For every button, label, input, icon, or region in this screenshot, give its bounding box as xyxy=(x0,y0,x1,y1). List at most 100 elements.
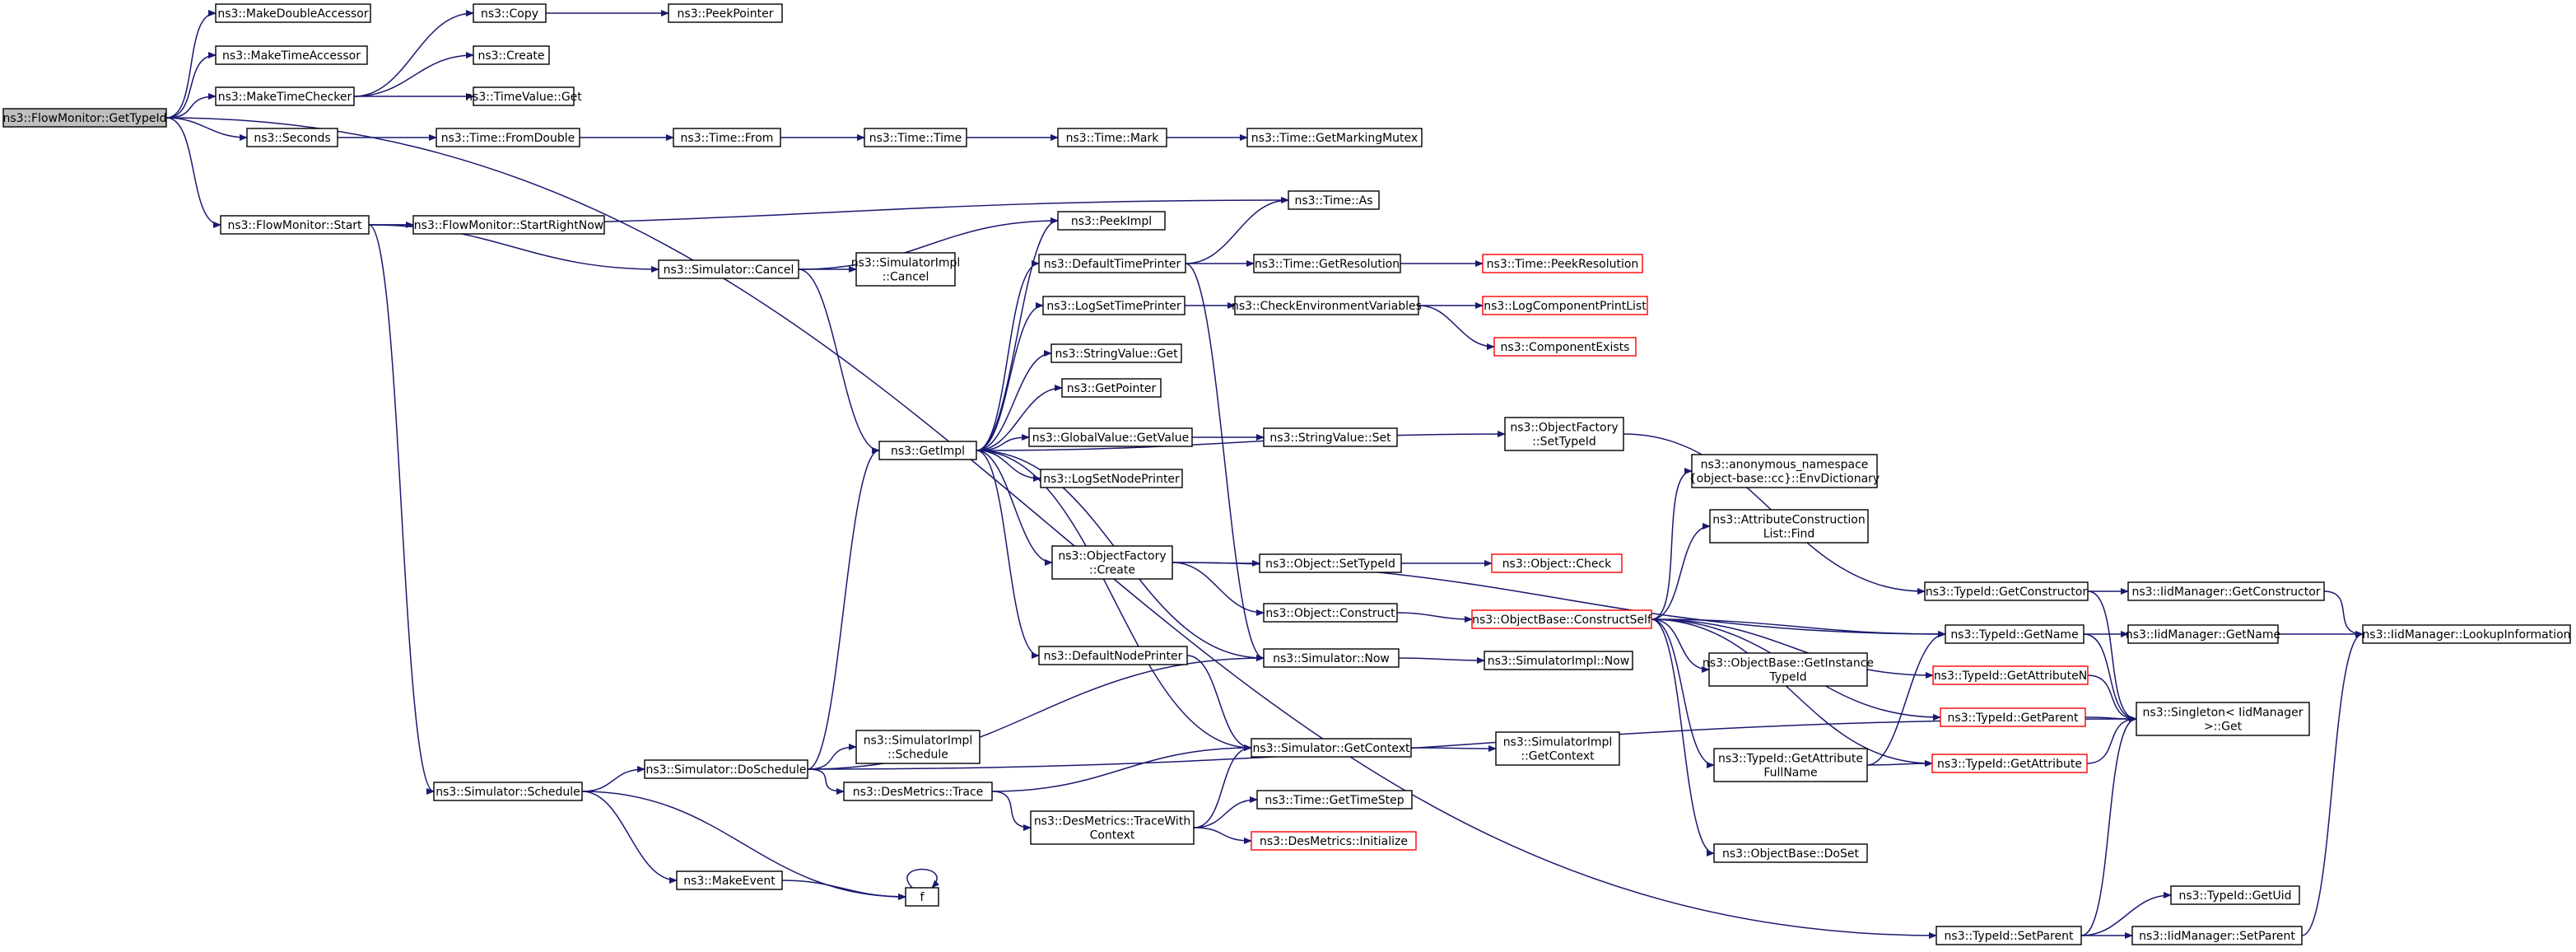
node-label: ns3::SimulatorImpl xyxy=(1503,736,1613,749)
node-tidsetparent[interactable]: ns3::TypeId::SetParent xyxy=(1935,926,2082,945)
node-anonenv[interactable]: ns3::anonymous_namespace{object-base::cc… xyxy=(1689,454,1880,488)
node-svget[interactable]: ns3::StringValue::Get xyxy=(1050,343,1182,363)
edge-root-to-mktchk xyxy=(165,93,217,119)
node-label: ns3::TypeId::GetConstructor xyxy=(1926,586,2087,599)
node-box xyxy=(1030,810,1195,845)
node-iidgetname[interactable]: ns3::IidManager::GetName xyxy=(2126,624,2280,644)
node-mkevent[interactable]: ns3::MakeEvent xyxy=(676,870,783,890)
node-obdoset[interactable]: ns3::ObjectBase::DoSet xyxy=(1713,843,1868,863)
node-obconstructself[interactable]: ns3::ObjectBase::ConstructSelf xyxy=(1471,609,1652,629)
node-simnow[interactable]: ns3::Simulator::Now xyxy=(1263,648,1400,668)
edge-simsched-to-simdosched xyxy=(581,766,645,792)
node-label: ns3::Time::GetResolution xyxy=(1255,258,1400,271)
node-simsched[interactable]: ns3::Simulator::Schedule xyxy=(433,782,583,801)
node-tidgetctor[interactable]: ns3::TypeId::GetConstructor xyxy=(1924,581,2089,601)
node-iidgetctor[interactable]: ns3::IidManager::GetConstructor xyxy=(2127,581,2325,601)
node-mkdbl[interactable]: ns3::MakeDoubleAccessor xyxy=(215,3,371,23)
node-tidgetparent[interactable]: ns3::TypeId::GetParent xyxy=(1940,707,2086,727)
node-ttime[interactable]: ns3::Time::Time xyxy=(864,128,967,147)
node-tidgetname[interactable]: ns3::TypeId::GetName xyxy=(1945,624,2085,644)
node-tgetres[interactable]: ns3::Time::GetResolution xyxy=(1253,254,1401,273)
node-simcancel[interactable]: ns3::Simulator::Cancel xyxy=(658,259,799,279)
node-label: ns3::DesMetrics::TraceWith xyxy=(1034,815,1190,828)
node-simdosched[interactable]: ns3::Simulator::DoSchedule xyxy=(644,759,808,779)
node-getptr[interactable]: ns3::GetPointer xyxy=(1061,378,1162,398)
node-label: ns3::TypeId::GetParent xyxy=(1948,712,2079,725)
node-iidlookup[interactable]: ns3::IidManager::LookupInformation xyxy=(2362,624,2571,644)
node-tpeekres[interactable]: ns3::Time::PeekResolution xyxy=(1482,254,1643,273)
node-mktchk[interactable]: ns3::MakeTimeChecker xyxy=(215,86,355,106)
node-tfromdbl[interactable]: ns3::Time::FromDouble xyxy=(436,128,580,147)
node-ofcreate[interactable]: ns3::ObjectFactory::Create xyxy=(1051,545,1173,580)
node-label: ns3::Seconds xyxy=(254,132,330,145)
node-chkenv[interactable]: ns3::CheckEnvironmentVariables xyxy=(1232,296,1422,315)
node-box xyxy=(676,870,783,890)
node-tidgetattrn[interactable]: ns3::TypeId::GetAttributeN xyxy=(1932,665,2089,685)
node-singleton[interactable]: ns3::Singleton< IidManager >::Get xyxy=(2136,702,2310,736)
node-gvgetval[interactable]: ns3::GlobalValue::GetValue xyxy=(1028,427,1193,447)
node-simimplcancel[interactable]: ns3::SimulatorImpl::Cancel xyxy=(851,252,961,287)
node-box xyxy=(1057,128,1167,147)
node-tidgetuid[interactable]: ns3::TypeId::GetUid xyxy=(2170,885,2300,905)
edge-getimpl-to-deftp xyxy=(976,260,1040,451)
node-tvget[interactable]: ns3::TimeValue::Get xyxy=(465,86,582,106)
node-ofsettid[interactable]: ns3::ObjectFactory::SetTypeId xyxy=(1504,417,1624,451)
node-logsnp[interactable]: ns3::LogSetNodePrinter xyxy=(1040,469,1183,488)
node-tfrom[interactable]: ns3::Time::From xyxy=(673,128,781,147)
node-svset[interactable]: ns3::StringValue::Set xyxy=(1263,427,1398,447)
node-seconds[interactable]: ns3::Seconds xyxy=(246,128,338,147)
edge-obconstructself-to-obdoset xyxy=(1651,618,1715,856)
node-create[interactable]: ns3::Create xyxy=(473,45,550,65)
node-simgetctx[interactable]: ns3::Simulator::GetContext xyxy=(1251,738,1412,758)
node-fmsrn[interactable]: ns3::FlowMonitor::StartRightNow xyxy=(412,215,605,235)
node-simimplsched[interactable]: ns3::SimulatorImpl::Schedule xyxy=(855,730,981,764)
node-mktacc[interactable]: ns3::MakeTimeAccessor xyxy=(215,45,368,65)
node-simimplnow[interactable]: ns3::SimulatorImpl::Now xyxy=(1484,651,1633,670)
node-box xyxy=(878,441,977,460)
edge-simdosched-to-getimpl xyxy=(807,447,880,770)
node-defnp[interactable]: ns3::DefaultNodePrinter xyxy=(1038,646,1188,665)
node-compex[interactable]: ns3::ComponentExists xyxy=(1493,337,1637,357)
node-copy[interactable]: ns3::Copy xyxy=(473,3,547,23)
node-box xyxy=(2131,926,2303,945)
node-tmark[interactable]: ns3::Time::Mark xyxy=(1057,128,1167,147)
node-logstp[interactable]: ns3::LogSetTimePrinter xyxy=(1042,296,1186,315)
node-tas[interactable]: ns3::Time::As xyxy=(1288,190,1380,210)
node-box xyxy=(1263,427,1398,447)
edge-mkevent-to-f xyxy=(781,880,906,900)
edge-getimpl-to-logstp xyxy=(976,302,1044,451)
node-tgmm[interactable]: ns3::Time::GetMarkingMutex xyxy=(1246,128,1423,147)
node-label: ns3::Time::GetMarkingMutex xyxy=(1251,132,1418,145)
node-box xyxy=(2136,702,2310,736)
edge-layer xyxy=(165,10,2364,939)
node-deftp[interactable]: ns3::DefaultTimePrinter xyxy=(1038,254,1186,273)
node-label: ::SetTypeId xyxy=(1532,436,1596,449)
node-logcpl[interactable]: ns3::LogComponentPrintList xyxy=(1482,296,1648,315)
node-getimpl[interactable]: ns3::GetImpl xyxy=(878,441,977,460)
node-desminit[interactable]: ns3::DesMetrics::Initialize xyxy=(1251,831,1417,851)
node-objconstruct[interactable]: ns3::Object::Construct xyxy=(1263,603,1398,623)
node-peekimpl[interactable]: ns3::PeekImpl xyxy=(1057,211,1166,231)
node-box xyxy=(473,45,550,65)
node-tgettimestep[interactable]: ns3::Time::GetTimeStep xyxy=(1256,790,1413,810)
node-iidsetparent[interactable]: ns3::IidManager::SetParent xyxy=(2131,926,2303,945)
node-label: ns3::PeekImpl xyxy=(1071,215,1152,228)
node-simimplgetctx[interactable]: ns3::SimulatorImpl::GetContext xyxy=(1495,731,1620,766)
edge-objconstruct-to-obconstructself xyxy=(1396,612,1473,623)
node-peekptr[interactable]: ns3::PeekPointer xyxy=(668,3,783,23)
node-root[interactable]: ns3::FlowMonitor::GetTypeId xyxy=(2,108,167,128)
node-box xyxy=(1491,553,1623,573)
node-objcheck[interactable]: ns3::Object::Check xyxy=(1491,553,1623,573)
node-desmtrace[interactable]: ns3::DesMetrics::Trace xyxy=(843,782,993,801)
node-box xyxy=(473,3,547,23)
node-label: ns3::TypeId::GetUid xyxy=(2178,889,2291,903)
edge-getimpl-to-ofsettid xyxy=(976,431,1506,451)
node-objsettid[interactable]: ns3::Object::SetTypeId xyxy=(1259,553,1402,573)
node-fmstart[interactable]: ns3::FlowMonitor::Start xyxy=(220,215,370,235)
node-f[interactable]: f xyxy=(905,887,939,907)
node-tidgetattr[interactable]: ns3::TypeId::GetAttribute xyxy=(1931,754,2088,773)
